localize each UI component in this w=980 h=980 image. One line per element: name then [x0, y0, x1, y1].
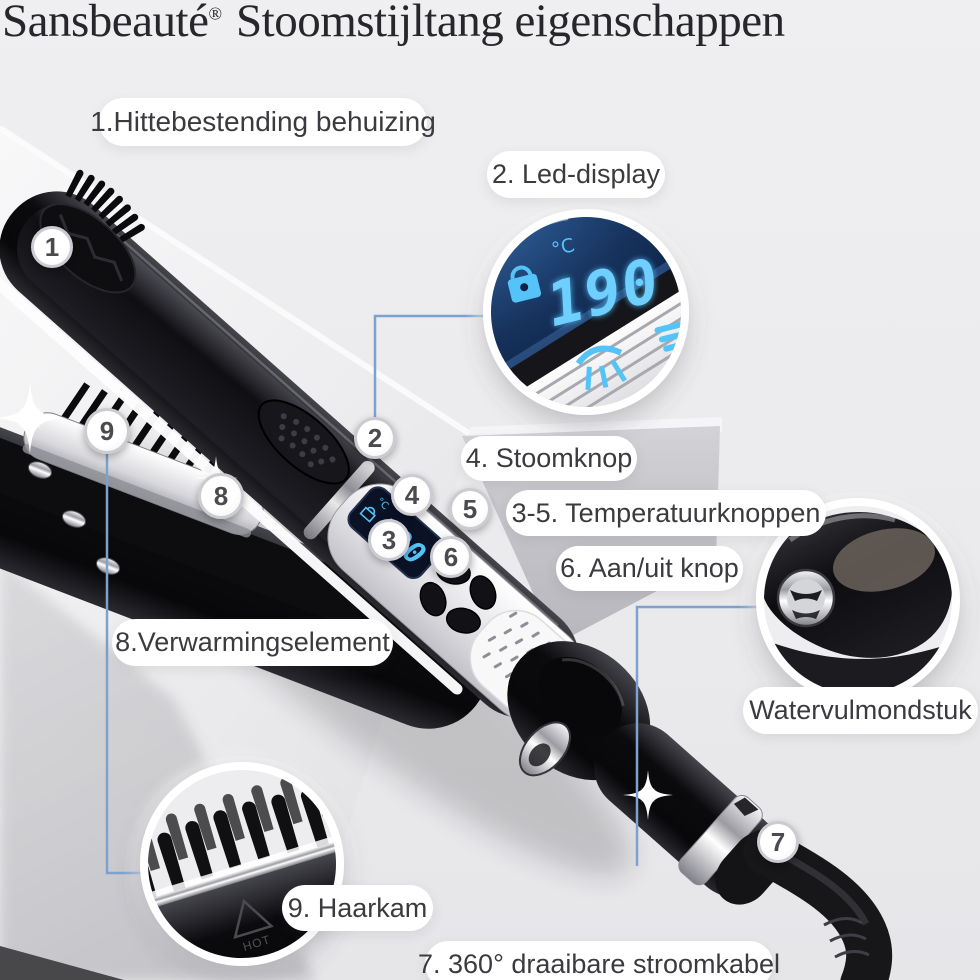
jaw-screws [27, 461, 121, 575]
callout-steam-button: 4. Stoomknop [461, 436, 637, 481]
led-unit: °C [549, 234, 576, 261]
registered-mark: ® [208, 3, 223, 24]
connector-comb [105, 452, 141, 875]
marker-5-temp-button: 5 [449, 488, 491, 530]
marker-3-temp-button: 3 [368, 519, 410, 561]
callout-hair-comb: 9. Haarkam [282, 885, 433, 931]
water-inlet-inset [748, 490, 968, 710]
connector-lines [105, 314, 757, 875]
grip-pad [257, 399, 350, 485]
steam-button[interactable] [466, 572, 500, 612]
callout-power-button: 6. Aan/uit knop [556, 546, 743, 591]
marker-1-housing: 1 [31, 226, 73, 268]
water-inlet-cap[interactable] [776, 568, 836, 628]
power-cable [743, 829, 893, 980]
marker-4-steam-button: 4 [391, 474, 433, 516]
marker-9-hair-comb: 9 [84, 408, 130, 454]
marker-7-swivel-cord: 7 [757, 821, 799, 863]
connector-led [373, 314, 489, 417]
marker-6-power-button: 6 [430, 536, 472, 578]
callout-swivel-cord: 7. 360° draaibare stroomkabel [418, 941, 780, 980]
device-lock-icon [359, 506, 376, 523]
callout-led-display: 2. Led-display [487, 151, 665, 198]
temp-up-button[interactable] [416, 579, 450, 619]
callout-water-inlet: Watervulmondstuk [743, 687, 978, 734]
tip-comb-texture [39, 168, 147, 294]
lock-icon [507, 265, 542, 303]
connector-water [635, 605, 757, 866]
led-display-inset: °C 190 190 [474, 200, 698, 424]
warning-triangle-icon [233, 898, 274, 940]
callout-housing: 1.Hittebestending behuizing [90, 98, 436, 146]
callout-temperature-buttons: 3-5. Temperatuurknoppen [506, 490, 826, 536]
marker-8-heating-element: 8 [198, 473, 244, 519]
brand-name: Sansbeauté [2, 0, 209, 47]
product-title: Stoomstijltang eigenschappen [236, 0, 785, 47]
page-title: Sansbeauté® Stoomstijltang eigenschappen [2, 0, 785, 48]
steam-icon [575, 345, 627, 391]
callout-heating-element: 8.Verwarmingselement [112, 619, 393, 666]
power-button[interactable] [444, 605, 483, 636]
marker-2-led-display: 2 [354, 417, 396, 459]
